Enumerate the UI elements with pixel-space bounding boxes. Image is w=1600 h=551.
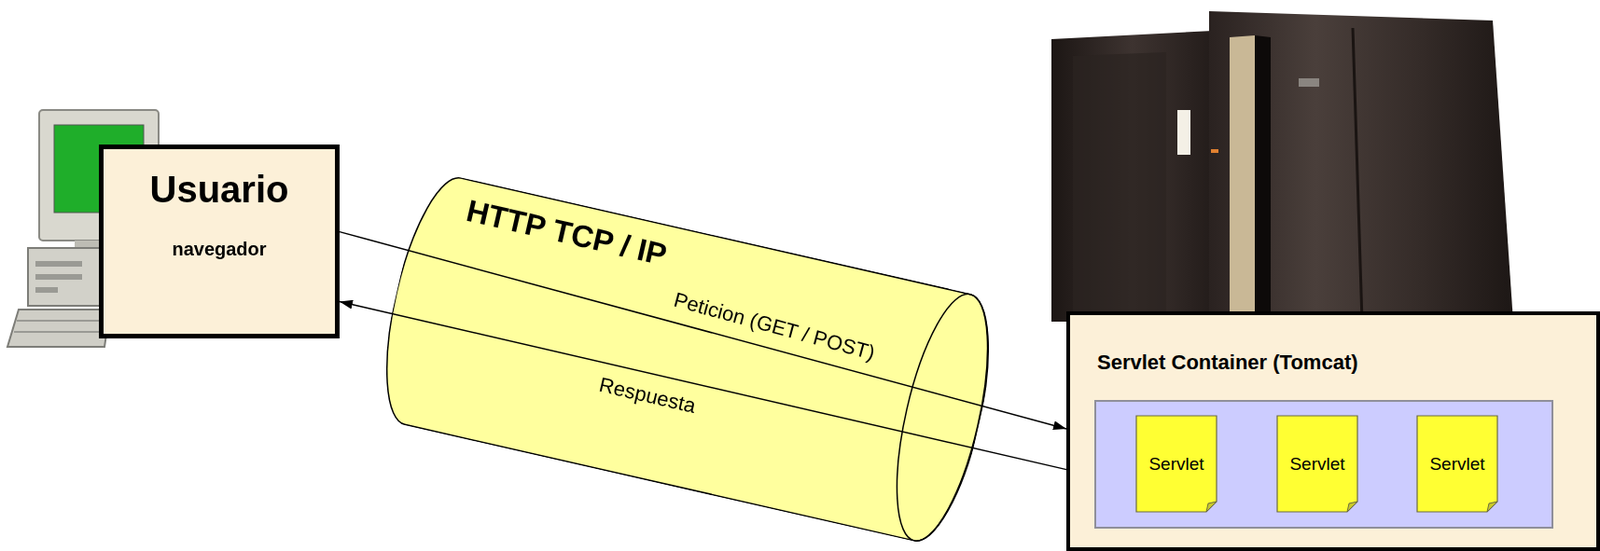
servlet-label: Servlet bbox=[1276, 454, 1359, 475]
servlet-box: Servlet bbox=[1416, 415, 1499, 514]
user-box: Usuario navegador bbox=[98, 144, 340, 339]
container-title: Servlet Container (Tomcat) bbox=[1097, 350, 1359, 375]
note-body bbox=[1417, 416, 1498, 513]
note-fold bbox=[1487, 501, 1498, 513]
servlet-label: Servlet bbox=[1135, 454, 1218, 475]
servlet-box: Servlet bbox=[1276, 415, 1359, 514]
cylinder-body bbox=[368, 169, 1007, 550]
servlet-box: Servlet bbox=[1135, 415, 1218, 514]
note-fold bbox=[1347, 501, 1358, 513]
servlet-label: Servlet bbox=[1416, 454, 1499, 475]
cylinder-face bbox=[878, 286, 1006, 550]
note-fold bbox=[1206, 501, 1217, 513]
note-body bbox=[1277, 416, 1358, 513]
node-subtitle: navegador bbox=[103, 238, 335, 261]
network-pipe: HTTP TCP / IP bbox=[368, 168, 1008, 550]
node-title: Usuario bbox=[103, 167, 335, 211]
note-body bbox=[1136, 416, 1217, 513]
servlet-container: Servlet Container (Tomcat) Servlet Servlet… bbox=[1066, 311, 1600, 551]
